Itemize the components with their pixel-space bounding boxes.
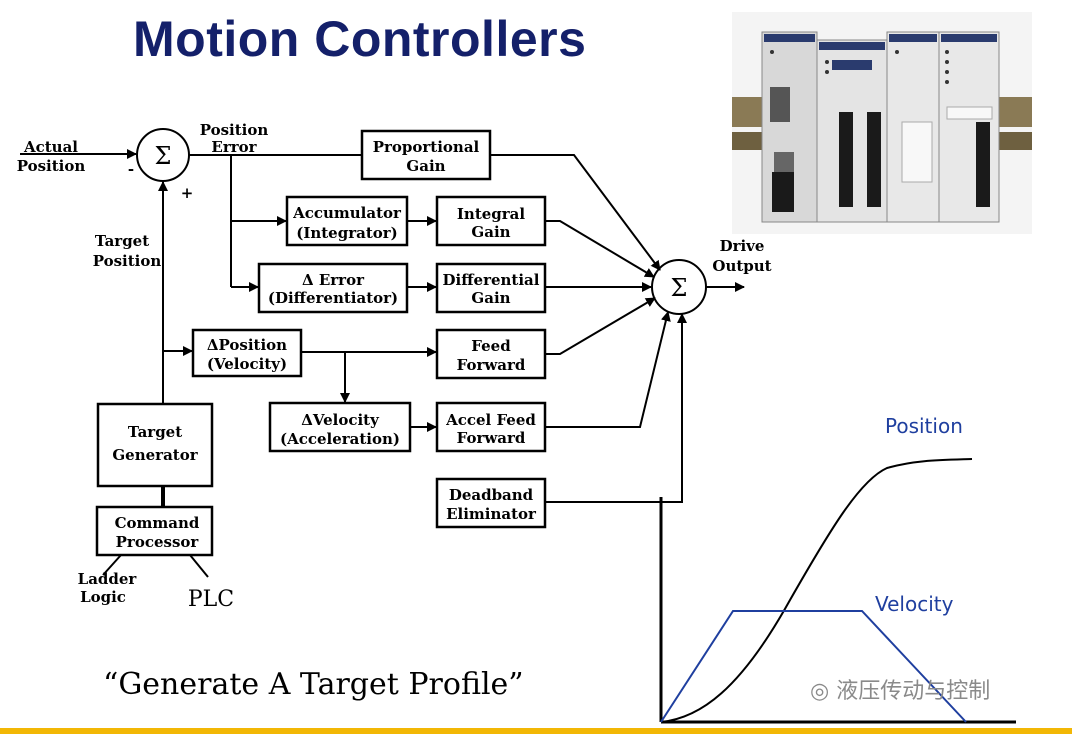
differential-gain-block: Differential Gain: [435, 262, 547, 314]
actual-position-label-1: Actual: [23, 138, 78, 156]
delta-error-label-1: Δ Error: [302, 271, 365, 289]
deadband-label-1: Deadband: [449, 486, 534, 504]
feed-forward-block: Feed Forward: [435, 328, 547, 380]
command-processor-block: Command Processor: [95, 505, 214, 557]
accumulator-label-2: (Integrator): [296, 224, 398, 242]
deadband-eliminator-block: Deadband Eliminator: [435, 477, 547, 529]
accumulator-label-1: Accumulator: [292, 204, 402, 222]
plus-sign: +: [181, 184, 194, 202]
delta-position-label-2: (Velocity): [207, 355, 287, 373]
ladder-logic-label-2: Logic: [80, 588, 126, 606]
position-curve-label: Position: [885, 414, 963, 438]
target-generator-label-1: Target: [128, 423, 182, 441]
drive-output-label-1: Drive: [720, 237, 765, 255]
command-processor-label-1: Command: [115, 514, 200, 532]
target-position-label-2: Position: [93, 252, 162, 270]
error-summing-junction: Σ: [136, 128, 190, 182]
slide-title: Motion Controllers: [133, 11, 587, 67]
ladder-logic-label-1: Ladder: [78, 570, 138, 588]
proportional-gain-block: Proportional Gain: [360, 129, 492, 181]
profile-caption: “Generate A Target Profile”: [103, 667, 524, 702]
delta-position-block: ΔPosition (Velocity): [191, 328, 303, 378]
watermark: ◎ 液压传动与控制: [810, 673, 990, 705]
delta-velocity-block: ΔVelocity (Acceleration): [268, 401, 412, 453]
footer-bar: [0, 728, 1072, 734]
accumulator-block: Accumulator (Integrator): [285, 195, 409, 247]
sum-symbol-1: Σ: [155, 142, 172, 170]
motion-controller-hardware-image: [732, 12, 1032, 234]
delta-position-label-1: ΔPosition: [207, 336, 287, 354]
differential-gain-label-2: Gain: [471, 289, 510, 307]
velocity-curve: [660, 610, 967, 723]
feed-forward-label-1: Feed: [471, 337, 511, 355]
target-position-label-1: Target: [95, 232, 149, 250]
watermark-text: 液压传动与控制: [836, 679, 991, 704]
proportional-gain-label-1: Proportional: [373, 138, 480, 156]
position-error-label-1: Position: [200, 121, 269, 139]
command-processor-label-2: Processor: [116, 533, 200, 551]
position-error-label-2: Error: [211, 138, 257, 156]
minus-sign: -: [128, 160, 134, 178]
drive-output-label-2: Output: [712, 257, 771, 275]
accel-feed-forward-block: Accel Feed Forward: [435, 401, 547, 453]
output-summing-junction: Σ: [651, 259, 707, 315]
differential-gain-label-1: Differential: [443, 271, 540, 289]
profile-plot: Position Velocity: [659, 414, 1016, 724]
signal-wires: [20, 149, 745, 578]
feed-forward-label-2: Forward: [457, 356, 526, 374]
integral-gain-label-2: Gain: [471, 223, 510, 241]
accel-feed-forward-label-1: Accel Feed: [445, 411, 536, 429]
target-generator-block: Target Generator: [96, 402, 214, 488]
delta-velocity-label-2: (Acceleration): [280, 430, 400, 448]
velocity-curve-label: Velocity: [875, 592, 954, 616]
plc-label: PLC: [188, 587, 234, 612]
sum-symbol-2: Σ: [671, 274, 688, 302]
integral-gain-label-1: Integral: [457, 205, 526, 223]
target-generator-label-2: Generator: [112, 446, 198, 464]
position-curve: [660, 458, 973, 723]
delta-velocity-label-1: ΔVelocity: [301, 411, 380, 429]
delta-error-label-2: (Differentiator): [268, 289, 398, 307]
wechat-icon: ◎: [810, 679, 830, 704]
actual-position-label-2: Position: [17, 157, 86, 175]
deadband-label-2: Eliminator: [446, 505, 537, 523]
proportional-gain-label-2: Gain: [406, 157, 445, 175]
integral-gain-block: Integral Gain: [435, 195, 547, 247]
delta-error-block: Δ Error (Differentiator): [257, 262, 409, 314]
accel-feed-forward-label-2: Forward: [457, 429, 526, 447]
